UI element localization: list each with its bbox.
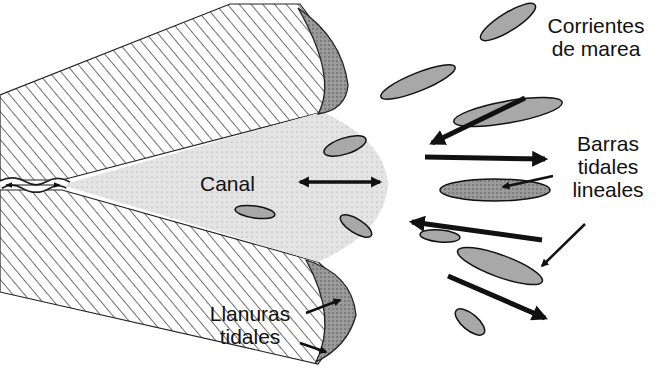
leader-line (306, 300, 340, 313)
feature-label: Barras tidales lineales (556, 132, 660, 201)
feature-label: Corrientes de marea (535, 14, 657, 60)
river (0, 182, 68, 189)
tidal-bar (322, 132, 369, 161)
river-flow-arrow (6, 185, 60, 186)
channel-area (62, 112, 388, 262)
tidal-bar (476, 0, 540, 47)
current-arrow (300, 180, 380, 184)
tidal-bar (451, 304, 489, 339)
tidal-bar (420, 228, 461, 243)
leader-lines (300, 176, 585, 352)
tidal-currents (300, 98, 545, 318)
tidal-flat (298, 8, 348, 114)
leader-line (503, 176, 553, 187)
tidal-bars (234, 0, 564, 340)
tidal-bar (337, 211, 375, 242)
current-arrow (432, 98, 525, 143)
feature-label: Canal (200, 172, 255, 195)
tidal-bar (440, 179, 550, 201)
current-arrow (448, 276, 545, 318)
tidal-bar (378, 59, 459, 106)
feature-label: Llanuras tidales (198, 302, 302, 348)
current-arrow (425, 157, 545, 159)
leader-line (300, 343, 326, 352)
tidal-bar (234, 203, 275, 220)
current-arrow (412, 222, 542, 240)
river (0, 182, 68, 189)
leader-line (542, 224, 585, 266)
